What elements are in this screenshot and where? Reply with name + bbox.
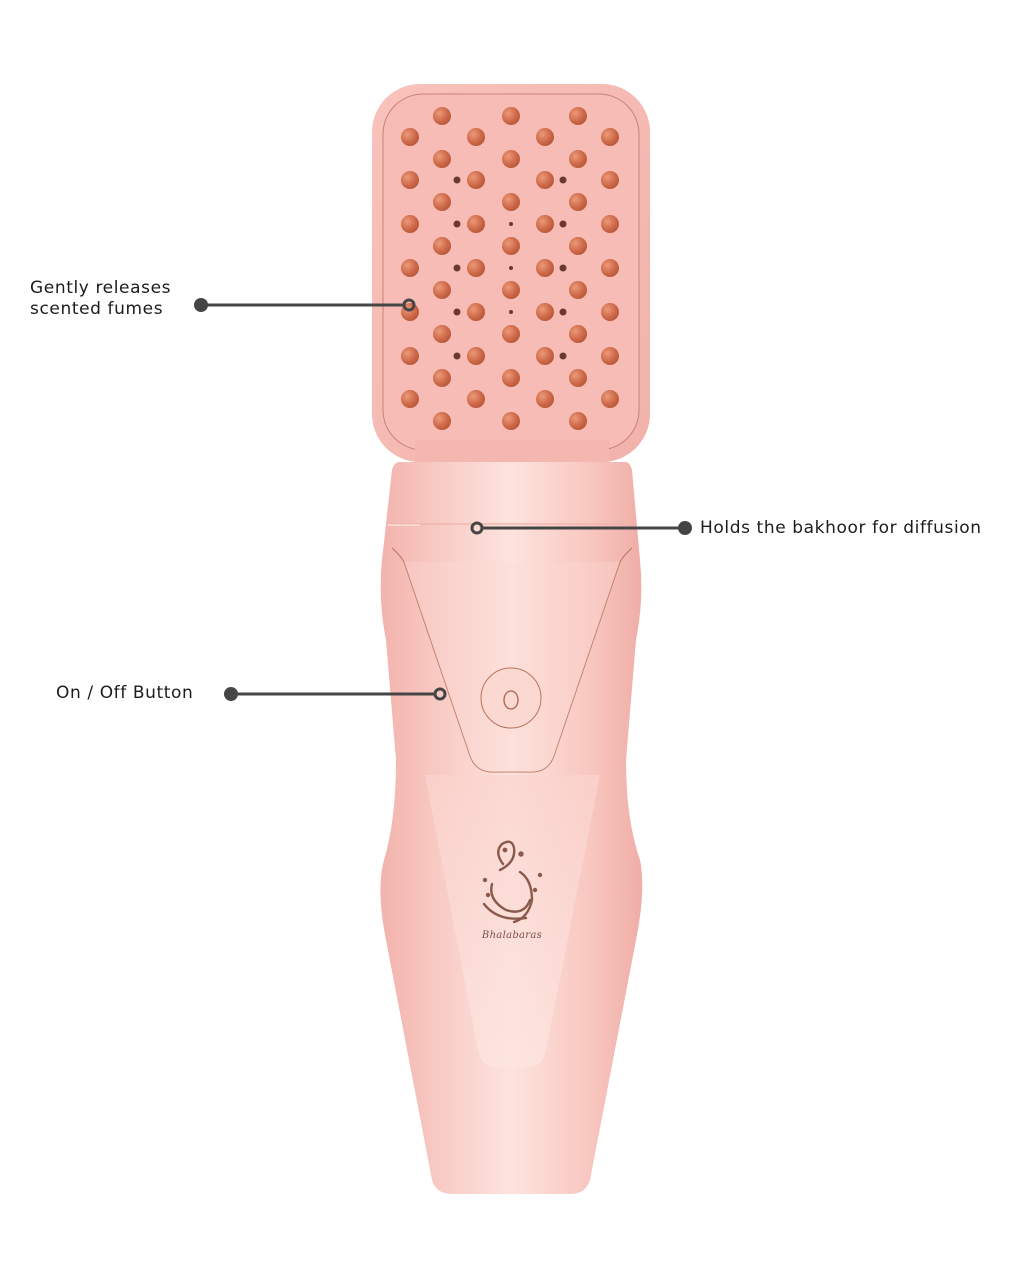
power-button[interactable] — [480, 667, 542, 729]
callout-bakhoor-line — [470, 521, 692, 535]
brand-script-text: Bhalabaras — [481, 930, 543, 941]
brush-head — [372, 84, 650, 462]
callout-bakhoor-label: Holds the bakhoor for diffusion — [700, 518, 982, 538]
callout-power-label: On / Off Button — [56, 683, 194, 703]
handle-body — [380, 462, 643, 1194]
callout-fumes-line1: Gently releases — [30, 278, 172, 298]
power-ring-icon — [503, 690, 519, 710]
bristles — [401, 107, 619, 430]
callout-fumes-label: Gently releases scented fumes — [30, 278, 171, 320]
callout-power-line — [224, 687, 447, 701]
callout-fumes-line2: scented fumes — [30, 299, 164, 319]
callout-fumes-line — [194, 298, 416, 312]
brand-logo-icon — [482, 840, 543, 924]
vent-holes — [453, 176, 567, 360]
